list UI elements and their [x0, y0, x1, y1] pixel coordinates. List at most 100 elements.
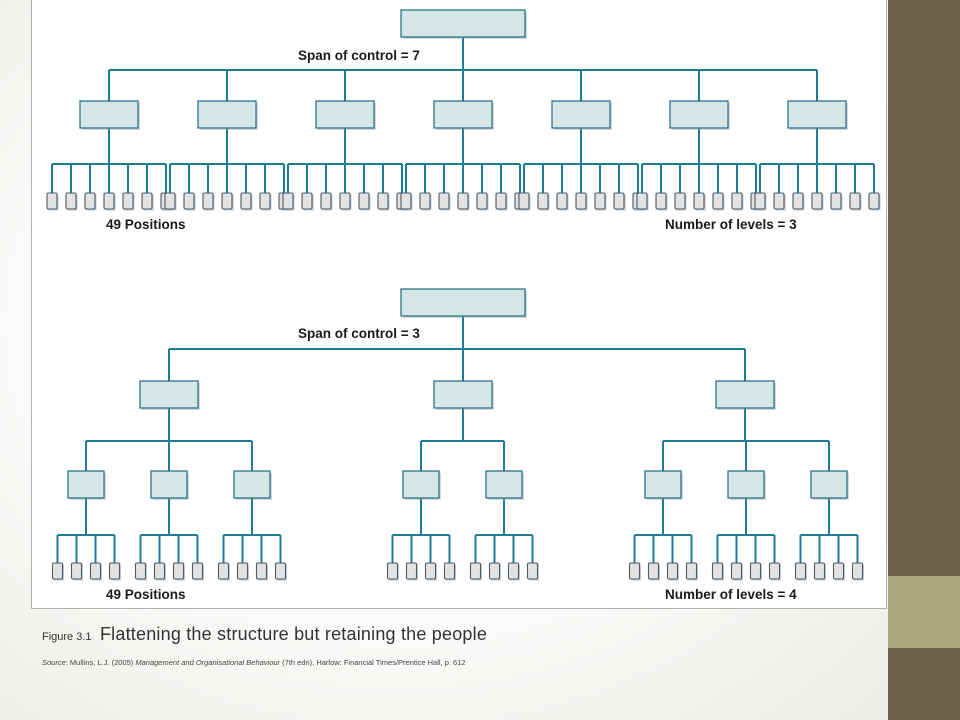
leaf-position-box	[405, 562, 418, 580]
figure-label: Figure 3.1	[42, 631, 92, 643]
leaf-position-box	[868, 192, 880, 210]
right-decorative-block	[888, 576, 960, 648]
leaf-position-box	[424, 562, 437, 580]
leaf-position-box	[358, 192, 370, 210]
leaf-position-box	[164, 192, 176, 210]
leaf-position-box	[301, 192, 313, 210]
figure-caption: Figure 3.1 Flattening the structure but …	[42, 624, 882, 645]
leaf-position-box	[556, 192, 568, 210]
leaf-position-box	[636, 192, 648, 210]
source-citation: Source: Mullins, L.J. (2005) Management …	[42, 658, 882, 667]
leaf-position-box	[655, 192, 667, 210]
leaf-position-box	[469, 562, 482, 580]
leaf-position-box	[731, 192, 743, 210]
root-box	[400, 9, 526, 38]
supervisor-box	[810, 470, 848, 499]
source-author: : Mullins, L.J. (2005)	[65, 658, 136, 667]
leaf-position-box	[400, 192, 412, 210]
org-boxes-top	[46, 9, 881, 211]
leaf-position-box	[339, 192, 351, 210]
leaf-position-box	[711, 562, 724, 580]
leaf-position-box	[153, 562, 166, 580]
leaf-position-box	[488, 562, 501, 580]
leaf-position-box	[141, 192, 153, 210]
leaf-position-box	[386, 562, 399, 580]
leaf-position-box	[191, 562, 204, 580]
manager-box	[139, 380, 199, 409]
leaf-position-box	[84, 192, 96, 210]
leaf-position-box	[221, 192, 233, 210]
leaf-position-box	[70, 562, 83, 580]
leaf-position-box	[282, 192, 294, 210]
leaf-position-box	[103, 192, 115, 210]
manager-box	[315, 100, 375, 129]
leaf-position-box	[438, 192, 450, 210]
leaf-position-box	[457, 192, 469, 210]
leaf-position-box	[172, 562, 185, 580]
leaf-position-box	[794, 562, 807, 580]
positions-label-top: 49 Positions	[106, 217, 186, 232]
leaf-position-box	[849, 192, 861, 210]
leaf-position-box	[575, 192, 587, 210]
leaf-position-box	[813, 562, 826, 580]
leaf-position-box	[443, 562, 456, 580]
manager-box	[669, 100, 729, 129]
leaf-position-box	[183, 192, 195, 210]
leaf-position-box	[236, 562, 249, 580]
org-boxes-bottom	[51, 288, 864, 581]
figure-title: Flattening the structure but retaining t…	[99, 624, 488, 644]
leaf-position-box	[377, 192, 389, 210]
levels-label-top: Number of levels = 3	[665, 217, 797, 232]
source-prefix: Source	[42, 658, 66, 667]
leaf-position-box	[647, 562, 660, 580]
leaf-position-box	[51, 562, 64, 580]
leaf-position-box	[507, 562, 520, 580]
manager-box	[79, 100, 139, 129]
manager-box	[715, 380, 775, 409]
leaf-position-box	[685, 562, 698, 580]
leaf-position-box	[792, 192, 804, 210]
leaf-position-box	[240, 192, 252, 210]
span-label-bottom: Span of control = 3	[298, 326, 420, 341]
leaf-position-box	[594, 192, 606, 210]
leaf-position-box	[518, 192, 530, 210]
connector-lines-top	[51, 37, 875, 193]
manager-box	[197, 100, 257, 129]
leaf-position-box	[830, 192, 842, 210]
leaf-position-box	[537, 192, 549, 210]
leaf-position-box	[730, 562, 743, 580]
manager-box	[433, 100, 493, 129]
manager-box	[433, 380, 493, 409]
leaf-position-box	[108, 562, 121, 580]
root-box	[400, 288, 526, 317]
org-structure-diagram: Span of control = 7 49 Positions Number …	[46, 9, 881, 602]
supervisor-box	[233, 470, 271, 499]
span-label-top: Span of control = 7	[298, 48, 420, 63]
leaf-position-box	[46, 192, 58, 210]
leaf-position-box	[217, 562, 230, 580]
leaf-position-box	[768, 562, 781, 580]
leaf-position-box	[851, 562, 864, 580]
leaf-position-box	[666, 562, 679, 580]
leaf-position-box	[749, 562, 762, 580]
leaf-position-box	[89, 562, 102, 580]
levels-label-bottom: Number of levels = 4	[665, 587, 797, 602]
source-work: Management and Organisational Behaviour	[135, 658, 281, 667]
supervisor-box	[67, 470, 105, 499]
source-rest: (7th edn), Harlow: Financial Times/Prent…	[280, 658, 466, 667]
supervisor-box	[150, 470, 188, 499]
leaf-position-box	[526, 562, 539, 580]
leaf-position-box	[274, 562, 287, 580]
leaf-position-box	[65, 192, 77, 210]
leaf-position-box	[613, 192, 625, 210]
manager-box	[787, 100, 847, 129]
leaf-position-box	[674, 192, 686, 210]
leaf-position-box	[255, 562, 268, 580]
leaf-position-box	[495, 192, 507, 210]
leaf-position-box	[773, 192, 785, 210]
supervisor-box	[402, 470, 440, 499]
connector-lines-bottom	[56, 316, 859, 563]
leaf-position-box	[134, 562, 147, 580]
supervisor-box	[727, 470, 765, 499]
leaf-position-box	[832, 562, 845, 580]
